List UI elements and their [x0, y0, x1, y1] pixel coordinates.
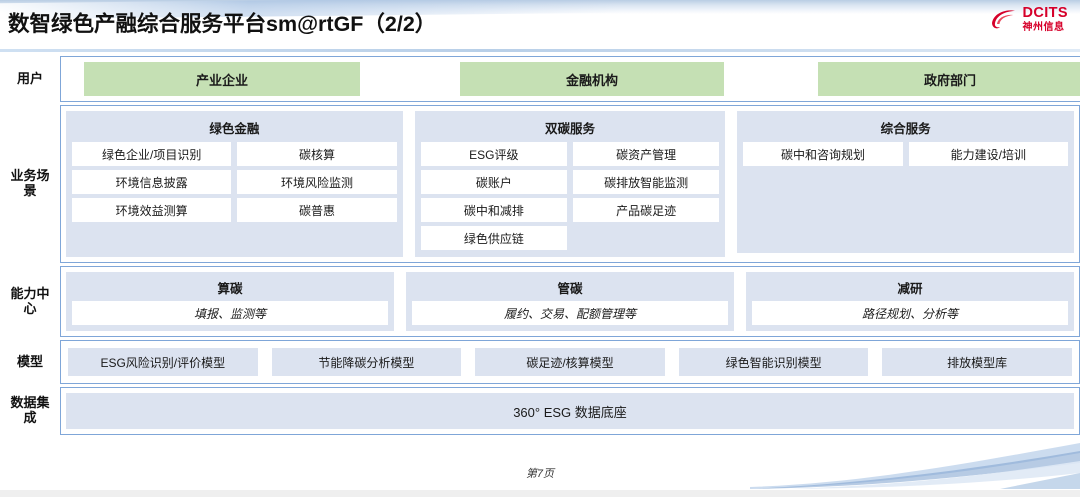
page-title: 数智绿色产融综合服务平台sm@rtGF（2/2） — [8, 12, 437, 36]
capability-subtitle[interactable]: 填报、监测等 — [72, 301, 388, 325]
scenario-item-placeholder — [909, 170, 1068, 194]
scenario-item[interactable]: 碳中和减排 — [420, 198, 567, 222]
scenario-item-placeholder — [72, 226, 231, 250]
band-models: 模型 ESG风险识别/评价模型 节能降碳分析模型 碳足迹/核算模型 绿色智能识别… — [0, 340, 1080, 384]
model-chip[interactable]: ESG风险识别/评价模型 — [68, 348, 258, 376]
capability-title: 减研 — [897, 282, 923, 296]
brand-name: DCITS — [1022, 5, 1068, 21]
scenario-item-placeholder — [743, 198, 902, 222]
capability-title: 管碳 — [557, 282, 583, 296]
scenario-group-title: 双碳服务 — [544, 122, 595, 136]
slide-header: 数智绿色产融综合服务平台sm@rtGF（2/2） DCITS 神州信息 — [0, 0, 1080, 52]
bottom-strip — [0, 490, 1080, 497]
capability-group-row: 算碳 填报、监测等 管碳 履约、交易、配额管理等 减研 路径规划、分析等 — [66, 272, 1074, 331]
model-chip[interactable]: 碳足迹/核算模型 — [475, 348, 665, 376]
brand-logo: DCITS 神州信息 — [988, 6, 1069, 33]
band-business-scenarios: 业务场景 绿色金融 绿色企业/项目识别 碳核算 环境信息披露 环境风险监测 环境… — [0, 105, 1080, 263]
band-label-business-scenarios: 业务场景 — [10, 168, 50, 198]
user-chip-financial[interactable]: 金融机构 — [460, 62, 724, 96]
band-body-users: 产业企业 金融机构 政府部门 — [60, 56, 1080, 102]
architecture-matrix: 用户 产业企业 金融机构 政府部门 业务场景 绿色金融 绿色企业/项目识别 碳核… — [0, 56, 1080, 438]
scenario-grid: 碳中和咨询规划 能力建设/培训 — [743, 142, 1068, 246]
capability-group-carbon-accounting: 算碳 填报、监测等 — [66, 272, 394, 331]
scenario-item[interactable]: ESG评级 — [420, 142, 567, 166]
brand-subname: 神州信息 — [1022, 21, 1065, 33]
band-label-data-integration: 数据集成 — [10, 395, 50, 425]
scenario-item[interactable]: 碳账户 — [420, 170, 567, 194]
scenario-item[interactable]: 环境风险监测 — [237, 170, 397, 194]
model-chip[interactable]: 节能降碳分析模型 — [271, 348, 462, 376]
model-chip-row: ESG风险识别/评价模型 节能降碳分析模型 碳足迹/核算模型 绿色智能识别模型 … — [66, 346, 1074, 378]
brand-text: DCITS 神州信息 — [1023, 6, 1069, 33]
scenario-group-green-finance: 绿色金融 绿色企业/项目识别 碳核算 环境信息披露 环境风险监测 环境效益测算 … — [66, 111, 403, 257]
scenario-group-title: 综合服务 — [880, 122, 931, 136]
capability-group-carbon-management: 管碳 履约、交易、配额管理等 — [406, 272, 734, 331]
scenario-grid: ESG评级 碳资产管理 碳账户 碳排放智能监测 碳中和减排 产品碳足迹 绿色供应… — [420, 142, 720, 250]
scenario-grid: 绿色企业/项目识别 碳核算 环境信息披露 环境风险监测 环境效益测算 碳普惠 — [72, 142, 397, 250]
band-label-capability-center: 能力中心 — [10, 285, 50, 316]
band-body-capability-center: 算碳 填报、监测等 管碳 履约、交易、配额管理等 减研 路径规划、分析等 — [60, 266, 1080, 337]
band-body-business-scenarios: 绿色金融 绿色企业/项目识别 碳核算 环境信息披露 环境风险监测 环境效益测算 … — [60, 105, 1080, 263]
dcits-swirl-logo-icon — [991, 10, 1015, 29]
header-divider — [0, 49, 1080, 52]
scenario-group-row: 绿色金融 绿色企业/项目识别 碳核算 环境信息披露 环境风险监测 环境效益测算 … — [66, 111, 1074, 257]
scenario-item[interactable]: 环境效益测算 — [72, 198, 232, 222]
scenario-item-placeholder — [743, 170, 902, 194]
model-chip[interactable]: 排放模型库 — [882, 348, 1072, 376]
user-chip-government[interactable]: 政府部门 — [818, 62, 1080, 96]
scenario-item[interactable]: 碳核算 — [237, 142, 397, 166]
data-foundation-bar[interactable]: 360° ESG 数据底座 — [66, 393, 1074, 429]
user-chip-row: 产业企业 金融机构 政府部门 — [66, 62, 1080, 96]
user-chip-industry[interactable]: 产业企业 — [84, 62, 360, 96]
scenario-item[interactable]: 碳资产管理 — [573, 142, 720, 166]
scenario-item[interactable]: 碳中和咨询规划 — [743, 142, 903, 166]
scenario-group-dual-carbon: 双碳服务 ESG评级 碳资产管理 碳账户 碳排放智能监测 碳中和减排 产品碳足迹… — [414, 111, 726, 257]
scenario-item[interactable]: 环境信息披露 — [72, 170, 232, 194]
scenario-item[interactable]: 绿色企业/项目识别 — [72, 142, 232, 166]
band-body-models: ESG风险识别/评价模型 节能降碳分析模型 碳足迹/核算模型 绿色智能识别模型 … — [60, 340, 1080, 384]
scenario-item[interactable]: 碳普惠 — [237, 198, 397, 222]
band-data-integration: 数据集成 360° ESG 数据底座 — [0, 387, 1080, 435]
scenario-item-placeholder — [573, 226, 719, 250]
scenario-item[interactable]: 产品碳足迹 — [573, 198, 720, 222]
capability-subtitle[interactable]: 路径规划、分析等 — [752, 301, 1068, 325]
capability-title: 算碳 — [217, 282, 243, 296]
page-number-note: 第7页 — [525, 468, 555, 480]
band-label-users: 用户 — [16, 70, 43, 86]
capability-group-reduction-research: 减研 路径规划、分析等 — [746, 272, 1074, 331]
scenario-item-placeholder — [237, 226, 396, 250]
scenario-item[interactable]: 碳排放智能监测 — [573, 170, 720, 194]
band-label-models: 模型 — [16, 353, 43, 369]
scenario-group-comprehensive: 综合服务 碳中和咨询规划 能力建设/培训 — [737, 111, 1074, 253]
band-body-data-integration: 360° ESG 数据底座 — [60, 387, 1080, 435]
band-capability-center: 能力中心 算碳 填报、监测等 管碳 履约、交易、配额管理等 减研 路径规划、分析… — [0, 266, 1080, 337]
model-chip[interactable]: 绿色智能识别模型 — [678, 348, 869, 376]
capability-subtitle[interactable]: 履约、交易、配额管理等 — [412, 301, 728, 325]
scenario-item[interactable]: 能力建设/培训 — [908, 142, 1068, 166]
scenario-item-placeholder — [909, 198, 1068, 222]
scenario-group-title: 绿色金融 — [209, 122, 260, 136]
band-users: 用户 产业企业 金融机构 政府部门 — [0, 56, 1080, 102]
scenario-item[interactable]: 绿色供应链 — [420, 226, 567, 250]
